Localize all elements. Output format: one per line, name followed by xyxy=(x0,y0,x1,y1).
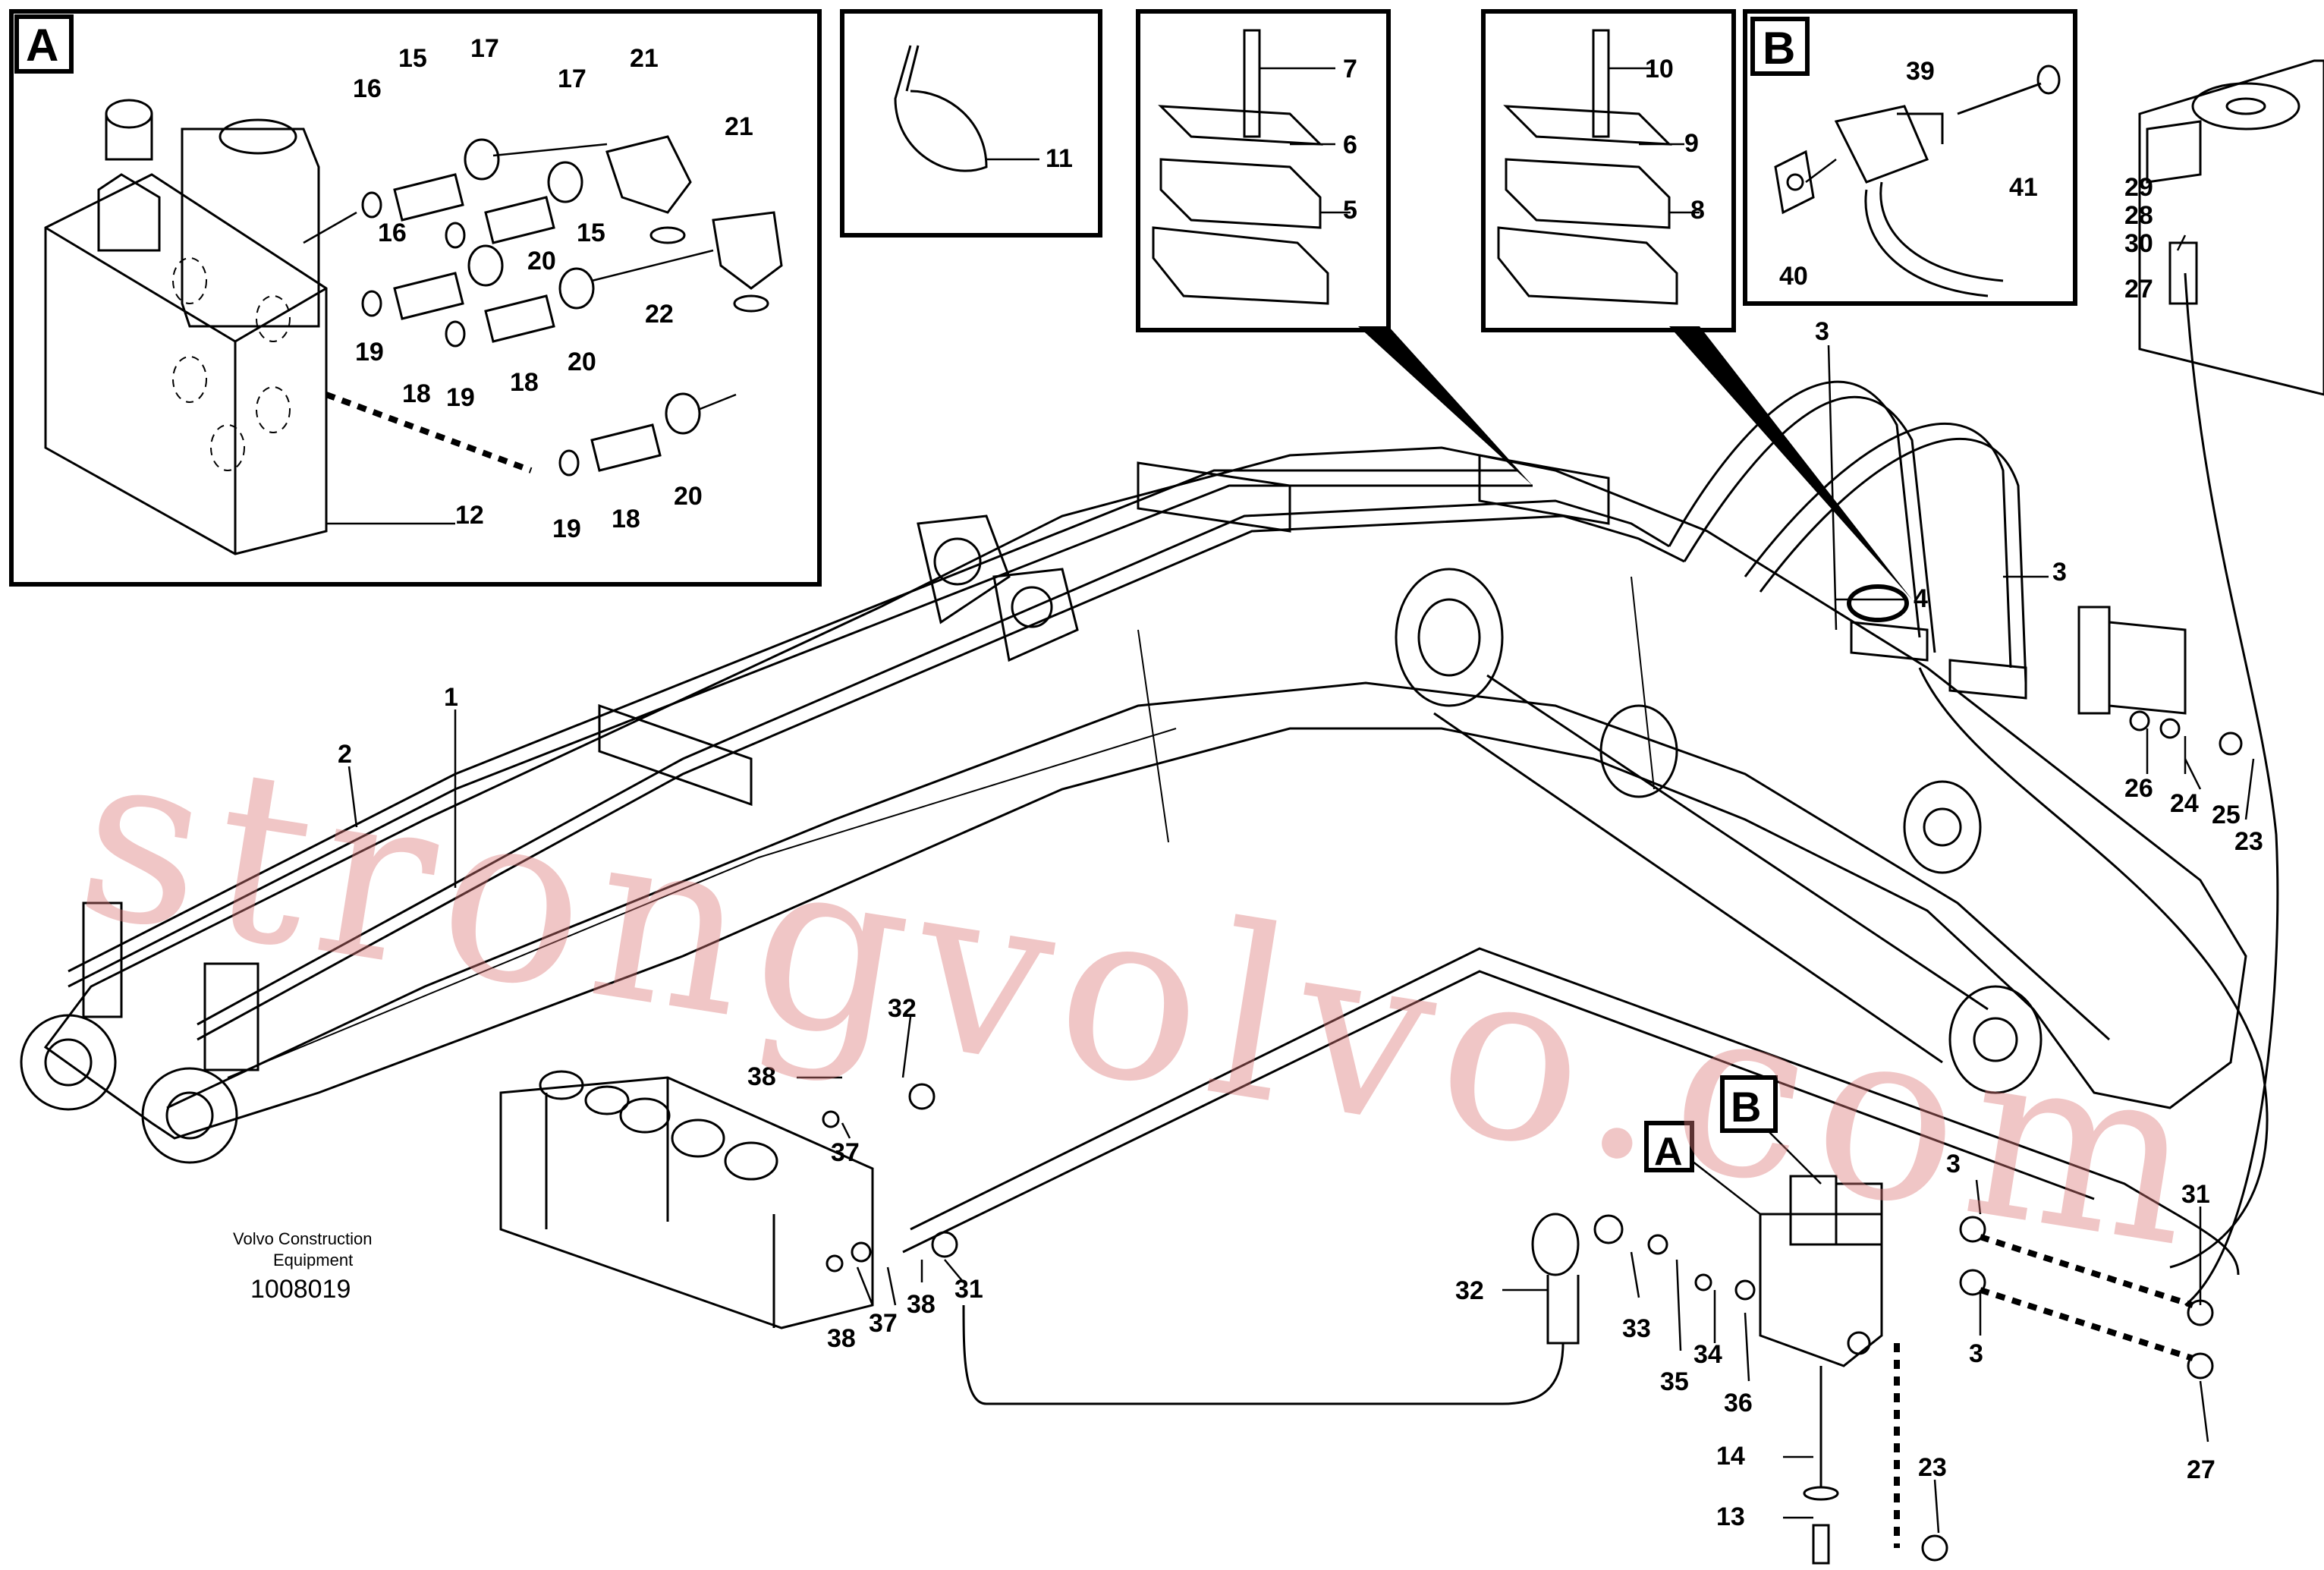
label-12: 12 xyxy=(455,501,484,530)
label-38: 38 xyxy=(747,1062,776,1091)
detail-box-b: B xyxy=(1743,9,2077,306)
detail-box-a-letter: A xyxy=(26,20,58,71)
label-2: 2 xyxy=(338,740,352,769)
main-leaders xyxy=(347,234,2255,1534)
detail-box-clamp-8-9-10 xyxy=(1481,9,1736,332)
label-9: 9 xyxy=(1684,129,1699,158)
detail-pointer-1 xyxy=(1358,326,1533,486)
label-21: 21 xyxy=(630,44,659,73)
label-37: 37 xyxy=(869,1309,898,1338)
hydraulic-lines xyxy=(68,272,2279,1548)
label-16: 16 xyxy=(378,219,407,247)
label-19: 19 xyxy=(552,514,581,543)
label-7: 7 xyxy=(1343,55,1357,83)
label-34: 34 xyxy=(1693,1340,1722,1369)
label-3: 3 xyxy=(2052,558,2067,587)
detail-box-a: A xyxy=(9,9,822,587)
watermark: strongvolvo.com xyxy=(63,696,2224,1302)
callout-b-letter: B xyxy=(1731,1083,1761,1131)
label-6: 6 xyxy=(1343,131,1357,159)
company-name-line2: Equipment xyxy=(273,1251,353,1270)
label-8: 8 xyxy=(1690,196,1705,225)
label-29: 29 xyxy=(2124,173,2153,202)
label-3: 3 xyxy=(1969,1339,1983,1368)
label-27: 27 xyxy=(2124,275,2153,304)
label-35: 35 xyxy=(1660,1367,1689,1396)
label-1: 1 xyxy=(444,683,458,712)
label-17: 17 xyxy=(558,64,587,93)
label-15: 15 xyxy=(577,219,605,247)
label-33: 33 xyxy=(1622,1314,1651,1343)
label-4: 4 xyxy=(1914,584,1928,613)
label-31: 31 xyxy=(954,1275,983,1304)
label-20: 20 xyxy=(674,482,703,511)
label-19: 19 xyxy=(446,383,475,412)
detail-box-b-letter: B xyxy=(1763,23,1795,74)
label-31: 31 xyxy=(2181,1180,2210,1209)
label-20: 20 xyxy=(568,348,596,376)
boom-clamps xyxy=(82,454,2187,1071)
label-17: 17 xyxy=(470,34,499,63)
label-38: 38 xyxy=(907,1290,936,1319)
label-3: 3 xyxy=(1815,317,1829,346)
label-32: 32 xyxy=(888,994,917,1023)
label-39: 39 xyxy=(1906,57,1935,86)
fittings xyxy=(822,584,2243,1562)
label-11: 11 xyxy=(1046,144,1073,173)
footer: Volvo Construction Equipment 1008019 xyxy=(233,1229,372,1304)
label-30: 30 xyxy=(2124,229,2153,258)
label-38: 38 xyxy=(827,1324,856,1353)
label-41: 41 xyxy=(2009,173,2038,202)
label-26: 26 xyxy=(2124,774,2153,803)
label-15: 15 xyxy=(398,44,427,73)
label-3: 3 xyxy=(1946,1150,1961,1178)
label-24: 24 xyxy=(2170,789,2199,818)
callout-a-letter: A xyxy=(1654,1130,1683,1174)
label-18: 18 xyxy=(510,368,539,397)
control-valve-bank xyxy=(499,1070,874,1329)
callout-a: A xyxy=(1644,1121,1761,1215)
label-10: 10 xyxy=(1645,55,1674,83)
boom-cylinder xyxy=(1395,568,2043,1094)
label-28: 28 xyxy=(2124,201,2153,230)
label-19: 19 xyxy=(355,338,384,367)
label-37: 37 xyxy=(831,1138,860,1167)
detail-box-cable-tie xyxy=(840,9,1102,238)
label-5: 5 xyxy=(1343,196,1357,225)
part-labels: 15 17 16 17 21 21 16 15 20 22 19 18 19 1… xyxy=(338,34,2263,1531)
label-32: 32 xyxy=(1455,1276,1484,1305)
label-27: 27 xyxy=(2187,1455,2216,1484)
solenoid-valve-block xyxy=(1759,1175,1883,1565)
hydraulic-tank xyxy=(2138,59,2324,396)
label-25: 25 xyxy=(2212,801,2241,829)
label-36: 36 xyxy=(1724,1389,1753,1417)
boom-assembly xyxy=(20,446,2247,1164)
drawing-number: 1008019 xyxy=(250,1275,351,1304)
label-18: 18 xyxy=(612,505,640,533)
label-40: 40 xyxy=(1779,262,1808,291)
label-20: 20 xyxy=(527,247,556,275)
label-13: 13 xyxy=(1716,1502,1745,1531)
callout-b: B xyxy=(1720,1075,1822,1185)
label-18: 18 xyxy=(402,379,431,408)
label-16: 16 xyxy=(353,74,382,103)
detail-box-clamp-5-6-7 xyxy=(1136,9,1391,332)
label-23: 23 xyxy=(2234,827,2263,856)
label-23: 23 xyxy=(1918,1453,1947,1482)
company-name-line1: Volvo Construction xyxy=(233,1229,372,1248)
label-22: 22 xyxy=(645,300,674,329)
label-14: 14 xyxy=(1716,1442,1745,1471)
label-21: 21 xyxy=(725,112,753,141)
detail-pointer-2 xyxy=(1669,326,1912,599)
